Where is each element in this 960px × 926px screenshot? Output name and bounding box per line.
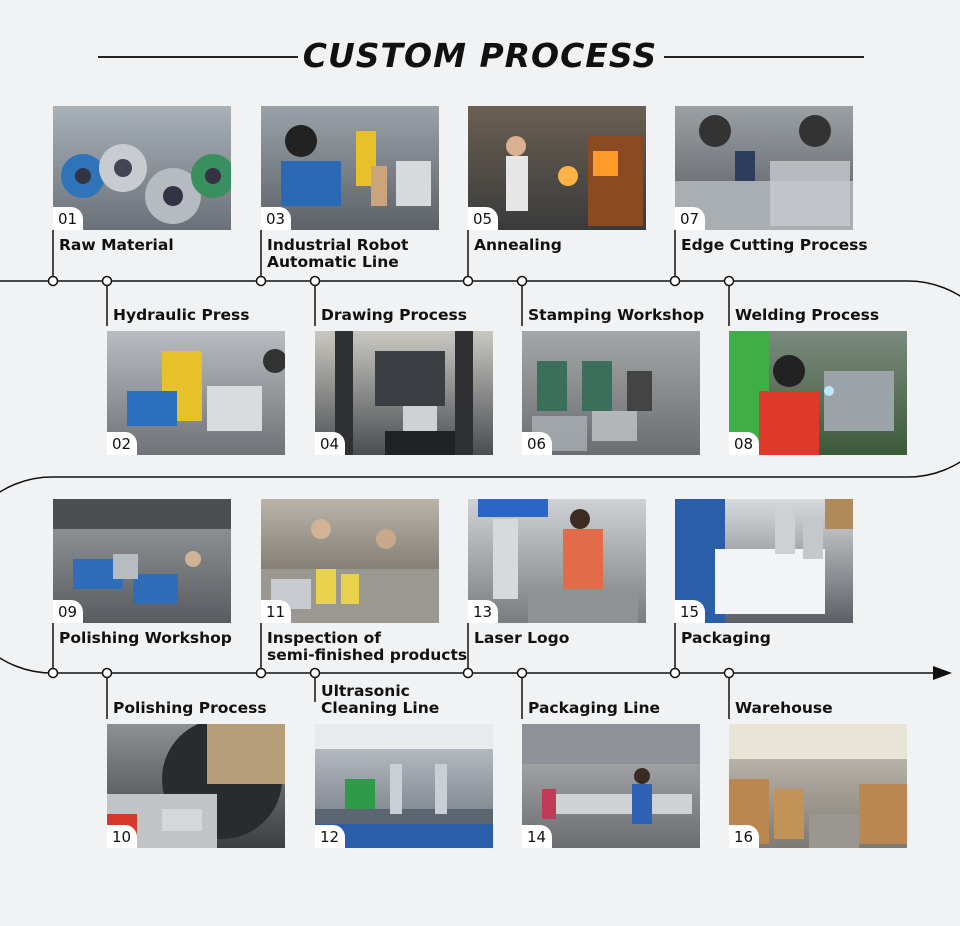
step-label-line: semi-finished products (267, 646, 468, 664)
step-label-16: Warehouse (735, 700, 833, 717)
step-dot-08 (723, 275, 735, 287)
step-photo-16: 16 (729, 724, 907, 848)
step-label-14: Packaging Line (528, 700, 660, 717)
step-photo-02: 02 (107, 331, 285, 455)
step-photo-07: 07 (675, 106, 853, 230)
step-photo-05: 05 (468, 106, 646, 230)
step-dot-09 (47, 667, 59, 679)
step-photo-11: 11 (261, 499, 439, 623)
step-label-line: Laser Logo (474, 629, 570, 647)
step-dot-12 (309, 667, 321, 679)
step-label-09: Polishing Workshop (59, 630, 232, 647)
step-dot-11 (255, 667, 267, 679)
step-number-badge: 15 (675, 600, 706, 623)
step-number-badge: 06 (522, 432, 553, 455)
step-photo-06: 06 (522, 331, 700, 455)
step-label-line: Ultrasonic (321, 682, 410, 700)
step-label-line: Edge Cutting Process (681, 236, 868, 254)
step-label-13: Laser Logo (474, 630, 569, 647)
step-label-line: Drawing Process (321, 306, 467, 324)
step-label-07: Edge Cutting Process (681, 237, 868, 254)
step-number-badge: 04 (315, 432, 346, 455)
step-photo-03: 03 (261, 106, 439, 230)
step-number-badge: 16 (729, 825, 760, 848)
step-number-badge: 12 (315, 825, 346, 848)
step-label-line: Warehouse (735, 699, 833, 717)
step-number-badge: 09 (53, 600, 84, 623)
step-label-line: Packaging (681, 629, 771, 647)
step-dot-05 (462, 275, 474, 287)
step-photo-08: 08 (729, 331, 907, 455)
step-photo-09: 09 (53, 499, 231, 623)
step-label-06: Stamping Workshop (528, 307, 704, 324)
step-label-line: Hydraulic Press (113, 306, 250, 324)
step-dot-14 (516, 667, 528, 679)
step-label-10: Polishing Process (113, 700, 267, 717)
step-dot-13 (462, 667, 474, 679)
flow-path (0, 280, 960, 674)
flow-arrow-head (933, 666, 952, 680)
step-photo-10: 10 (107, 724, 285, 848)
step-label-15: Packaging (681, 630, 771, 647)
step-photo-14: 14 (522, 724, 700, 848)
step-dot-06 (516, 275, 528, 287)
step-photo-15: 15 (675, 499, 853, 623)
step-dot-01 (47, 275, 59, 287)
step-number-badge: 05 (468, 207, 499, 230)
header: CUSTOM PROCESS (0, 0, 960, 110)
step-label-line: Packaging Line (528, 699, 661, 717)
step-label-01: Raw Material (59, 237, 174, 254)
step-photo-04: 04 (315, 331, 493, 455)
step-dot-10 (101, 667, 113, 679)
step-label-04: Drawing Process (321, 307, 467, 324)
step-label-08: Welding Process (735, 307, 879, 324)
step-photo-13: 13 (468, 499, 646, 623)
step-number-badge: 07 (675, 207, 706, 230)
step-dot-04 (309, 275, 321, 287)
step-number-badge: 10 (107, 825, 138, 848)
step-label-05: Annealing (474, 237, 562, 254)
step-number-badge: 01 (53, 207, 84, 230)
step-label-line: Inspection of (267, 629, 382, 647)
step-dot-16 (723, 667, 735, 679)
step-dot-02 (101, 275, 113, 287)
step-photo-01: 01 (53, 106, 231, 230)
title-rule-right (664, 56, 864, 58)
step-number-badge: 11 (261, 600, 292, 623)
title-rule-left (98, 56, 298, 58)
step-label-line: Polishing Process (113, 699, 267, 717)
step-number-badge: 08 (729, 432, 760, 455)
step-label-line: Automatic Line (267, 253, 399, 271)
step-dot-03 (255, 275, 267, 287)
step-dot-15 (669, 667, 681, 679)
step-label-line: Industrial Robot (267, 236, 409, 254)
step-label-line: Welding Process (735, 306, 880, 324)
step-photo-12: 12 (315, 724, 493, 848)
step-dot-07 (669, 275, 681, 287)
step-number-badge: 02 (107, 432, 138, 455)
step-label-line: Annealing (474, 236, 562, 254)
step-number-badge: 03 (261, 207, 292, 230)
step-label-02: Hydraulic Press (113, 307, 250, 324)
step-label-line: Raw Material (59, 236, 174, 254)
step-number-badge: 14 (522, 825, 553, 848)
step-label-line: Cleaning Line (321, 699, 440, 717)
step-label-line: Stamping Workshop (528, 306, 705, 324)
step-label-line: Polishing Workshop (59, 629, 232, 647)
page-title: CUSTOM PROCESS (302, 36, 658, 75)
step-number-badge: 13 (468, 600, 499, 623)
